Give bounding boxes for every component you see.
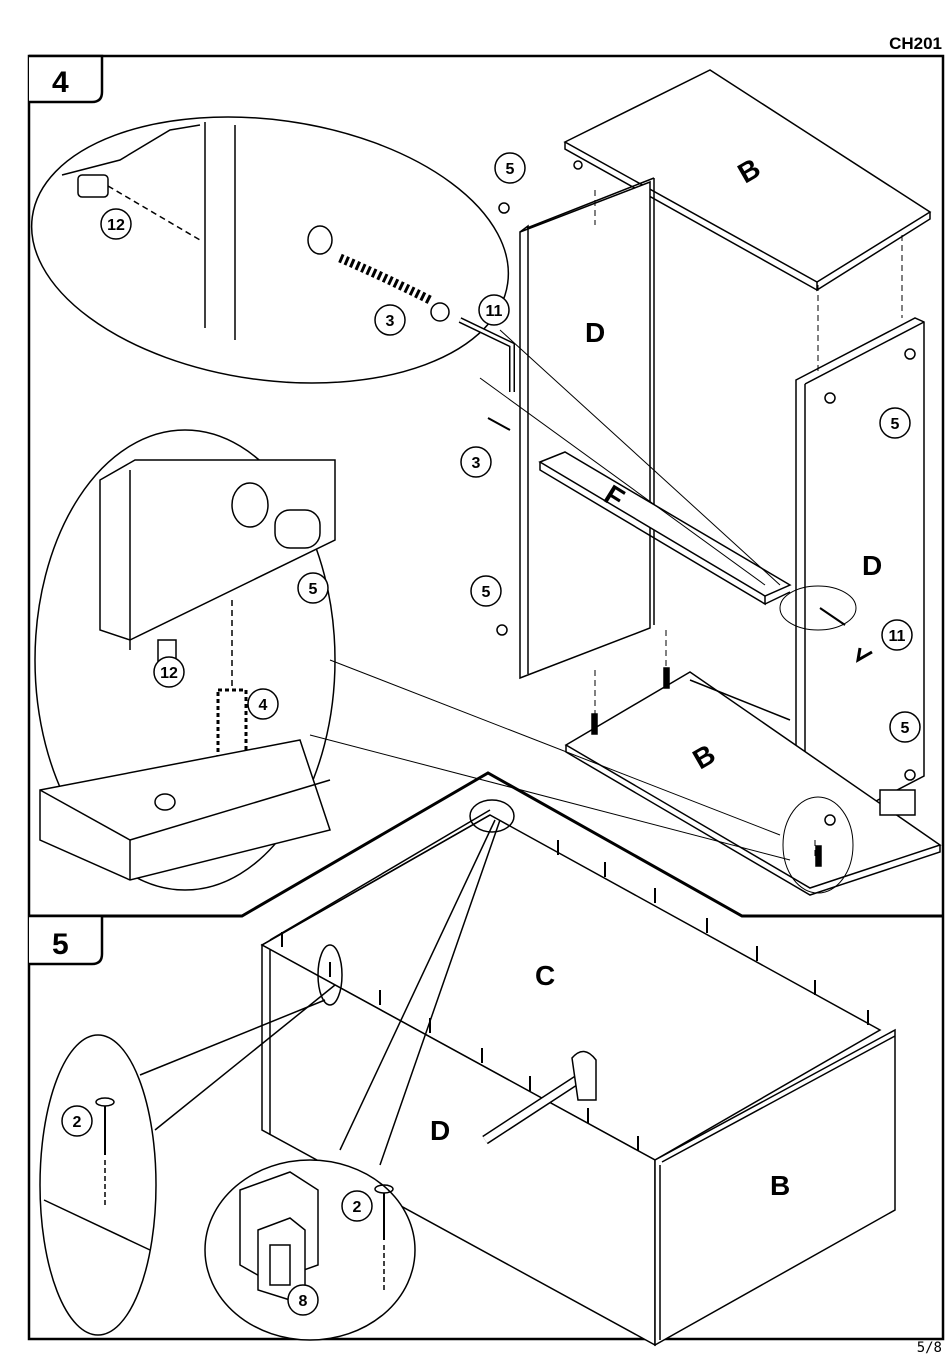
svg-text:11: 11	[486, 303, 503, 320]
callout-2-left: 2	[62, 1106, 92, 1136]
callout-12-zoom: 12	[154, 657, 184, 687]
svg-text:3: 3	[472, 455, 481, 472]
zoom-detail-screw	[14, 88, 526, 412]
callout-4-zoom: 4	[248, 689, 278, 719]
step-5-tab: 5	[29, 916, 102, 964]
callout-5-left-lower: 5	[471, 576, 501, 606]
callout-11-zoom: 11	[479, 295, 509, 325]
svg-text:3: 3	[386, 313, 395, 330]
svg-text:2: 2	[73, 1114, 82, 1131]
callout-3-main: 3	[461, 447, 491, 477]
right-panel-label: D	[862, 550, 882, 581]
step-4-number: 4	[52, 66, 69, 99]
callout-3-zoom: 3	[375, 305, 405, 335]
svg-text:11: 11	[889, 628, 906, 645]
svg-text:5: 5	[482, 584, 491, 601]
step5-top-panel-label: C	[535, 960, 555, 991]
svg-text:2: 2	[353, 1199, 362, 1216]
step-5-number: 5	[52, 928, 69, 961]
callout-11-main: 11	[882, 620, 912, 650]
step-4-tab: 4	[29, 56, 102, 102]
step5-side-panel-label: D	[430, 1115, 450, 1146]
svg-text:12: 12	[107, 217, 125, 234]
svg-text:5: 5	[891, 416, 900, 433]
callout-8-bracket: 8	[288, 1285, 318, 1315]
callout-5-right-upper: 5	[880, 408, 910, 438]
callout-2-bracket: 2	[342, 1191, 372, 1221]
callout-5-zoom: 5	[298, 573, 328, 603]
left-panel-label: D	[585, 317, 605, 348]
callout-5-top: 5	[495, 153, 525, 183]
zoom-detail-cam	[35, 430, 335, 890]
svg-text:5: 5	[309, 581, 318, 598]
step5-end-panel-label: B	[770, 1170, 790, 1201]
left-side-panel-d: D	[520, 178, 654, 678]
svg-text:5: 5	[506, 161, 515, 178]
svg-text:5: 5	[901, 720, 910, 737]
svg-text:12: 12	[160, 665, 178, 682]
svg-text:4: 4	[259, 697, 268, 714]
callout-12-top: 12	[101, 209, 131, 239]
callout-5-right-lower: 5	[890, 712, 920, 742]
svg-text:8: 8	[299, 1293, 308, 1310]
